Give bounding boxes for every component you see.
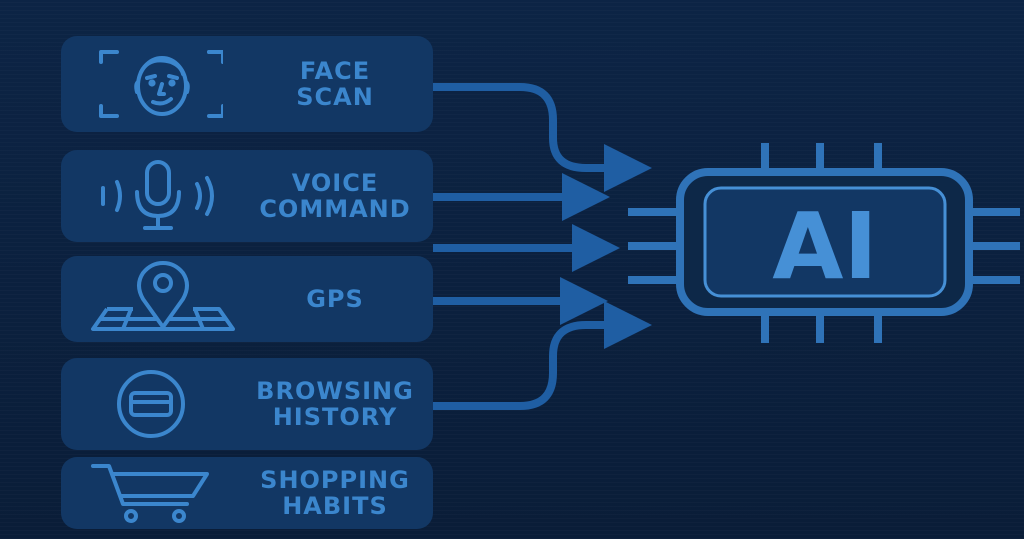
input-card-voice-command: VOICE COMMAND xyxy=(61,150,433,242)
map-pin-icon xyxy=(83,256,243,342)
input-label: BROWSING HISTORY xyxy=(256,377,414,431)
input-card-shopping-habits: SHOPPING HABITS xyxy=(61,457,433,529)
input-label: VOICE COMMAND xyxy=(259,169,411,223)
microphone-icon xyxy=(83,150,233,242)
arrow-browsing-history xyxy=(433,301,652,410)
shopping-cart-icon xyxy=(83,457,233,529)
input-label: GPS xyxy=(306,285,364,313)
chip-label: AI xyxy=(772,193,877,300)
input-card-gps: GPS xyxy=(61,256,433,342)
face-scan-icon xyxy=(83,36,223,132)
arrow-face-scan xyxy=(433,83,652,192)
ai-chip: AI xyxy=(628,143,1020,343)
input-label: FACE SCAN xyxy=(296,57,374,111)
chip-inner-core xyxy=(703,186,947,298)
input-card-browsing-history: BROWSING HISTORY xyxy=(61,358,433,450)
chip-pins xyxy=(628,143,1020,343)
input-card-face-scan: FACE SCAN xyxy=(61,36,433,132)
browser-window-icon xyxy=(83,358,233,450)
input-label: SHOPPING HABITS xyxy=(260,466,410,520)
data-flow-arrows xyxy=(433,83,652,410)
